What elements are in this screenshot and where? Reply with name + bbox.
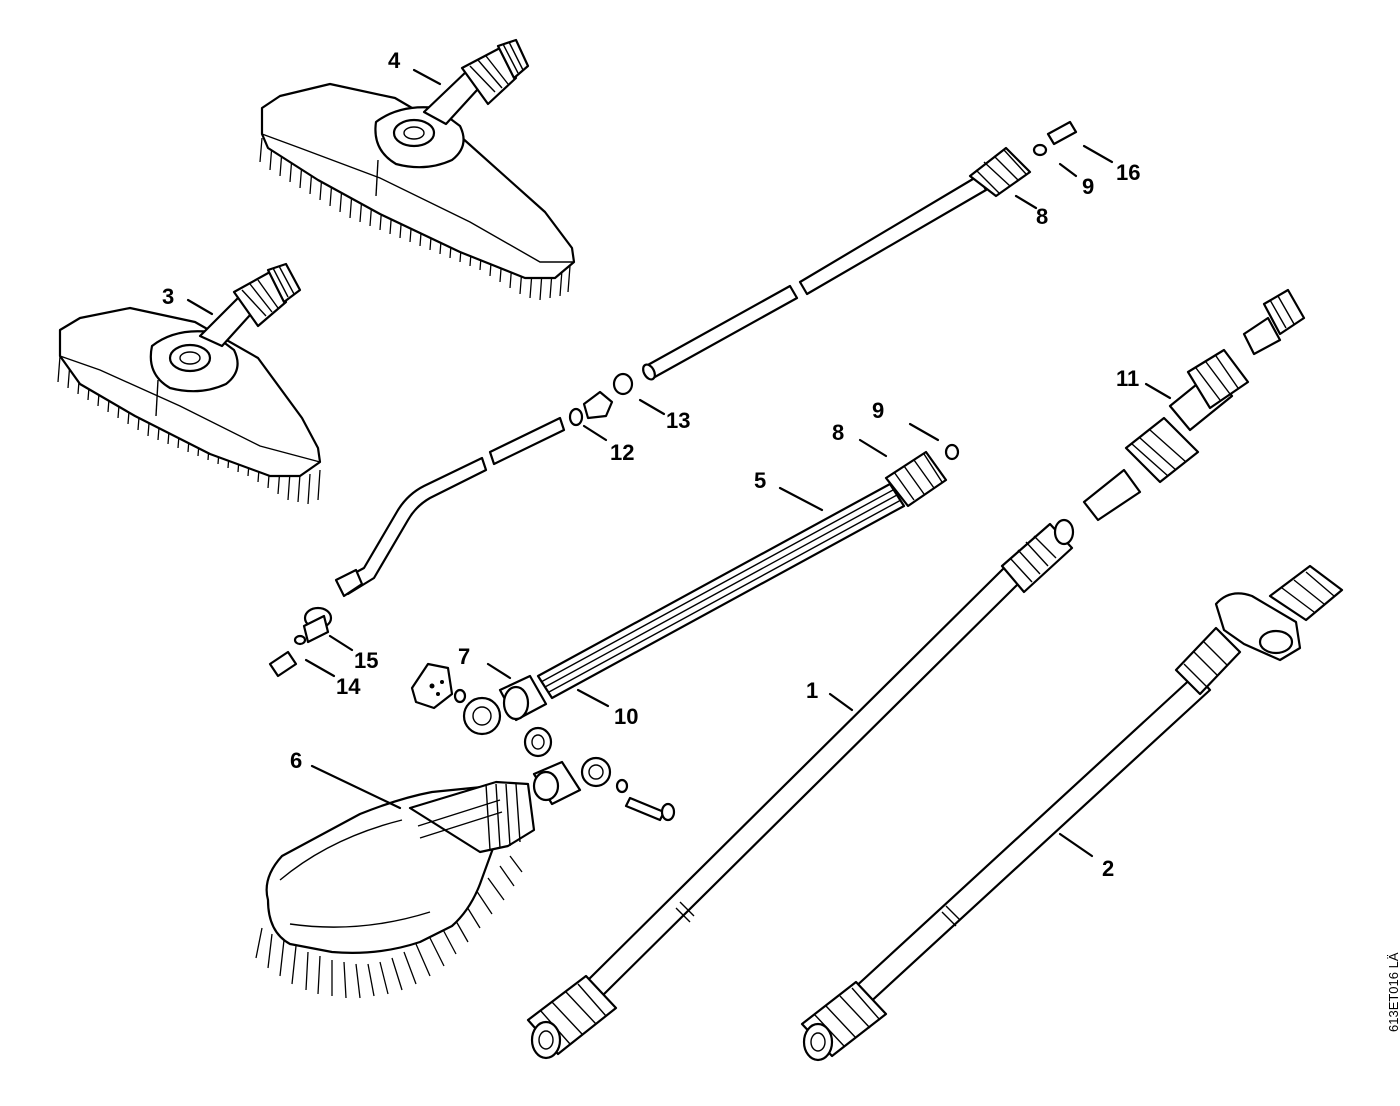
- lance-upper-tube: [642, 120, 1078, 381]
- callout-5: 5: [754, 468, 766, 493]
- callout-16: 16: [1116, 160, 1140, 185]
- part-4-flat-brush: [259, 38, 576, 301]
- callout-4: 4: [388, 48, 401, 73]
- callout-3: 3: [162, 284, 174, 309]
- callout-15: 15: [354, 648, 378, 673]
- small-fittings: [268, 606, 333, 678]
- part-6-rotary-brush: [255, 756, 676, 999]
- callout-2: 2: [1102, 856, 1114, 881]
- bent-lance-tube: [334, 372, 634, 598]
- callout-8-lower: 8: [832, 420, 844, 445]
- part-3-flat-brush: [57, 262, 322, 505]
- document-code: 613ET016 LÄ: [1386, 952, 1400, 1032]
- part-11-coupling: [1082, 288, 1306, 522]
- callout-6: 6: [290, 748, 302, 773]
- callout-8-upper: 8: [1036, 204, 1048, 229]
- callout-14: 14: [336, 674, 361, 699]
- part-2-extension-lance: [800, 564, 1344, 1062]
- callout-1: 1: [806, 678, 818, 703]
- callout-13: 13: [666, 408, 690, 433]
- callout-9-upper: 9: [1082, 174, 1094, 199]
- part-5-lance: [410, 443, 960, 758]
- callout-10: 10: [614, 704, 638, 729]
- callout-9-lower: 9: [872, 398, 884, 423]
- callout-labels: 4 3 8 9 16 12 13 8 9 5 11 7 10 15 14 6 1…: [162, 48, 1140, 881]
- part-1-extension-lance: [526, 518, 1075, 1060]
- leader-lines: [186, 68, 1172, 858]
- callout-7: 7: [458, 644, 470, 669]
- part-6-bristles: [255, 855, 523, 999]
- callout-12: 12: [610, 440, 634, 465]
- callout-11: 11: [1116, 366, 1139, 391]
